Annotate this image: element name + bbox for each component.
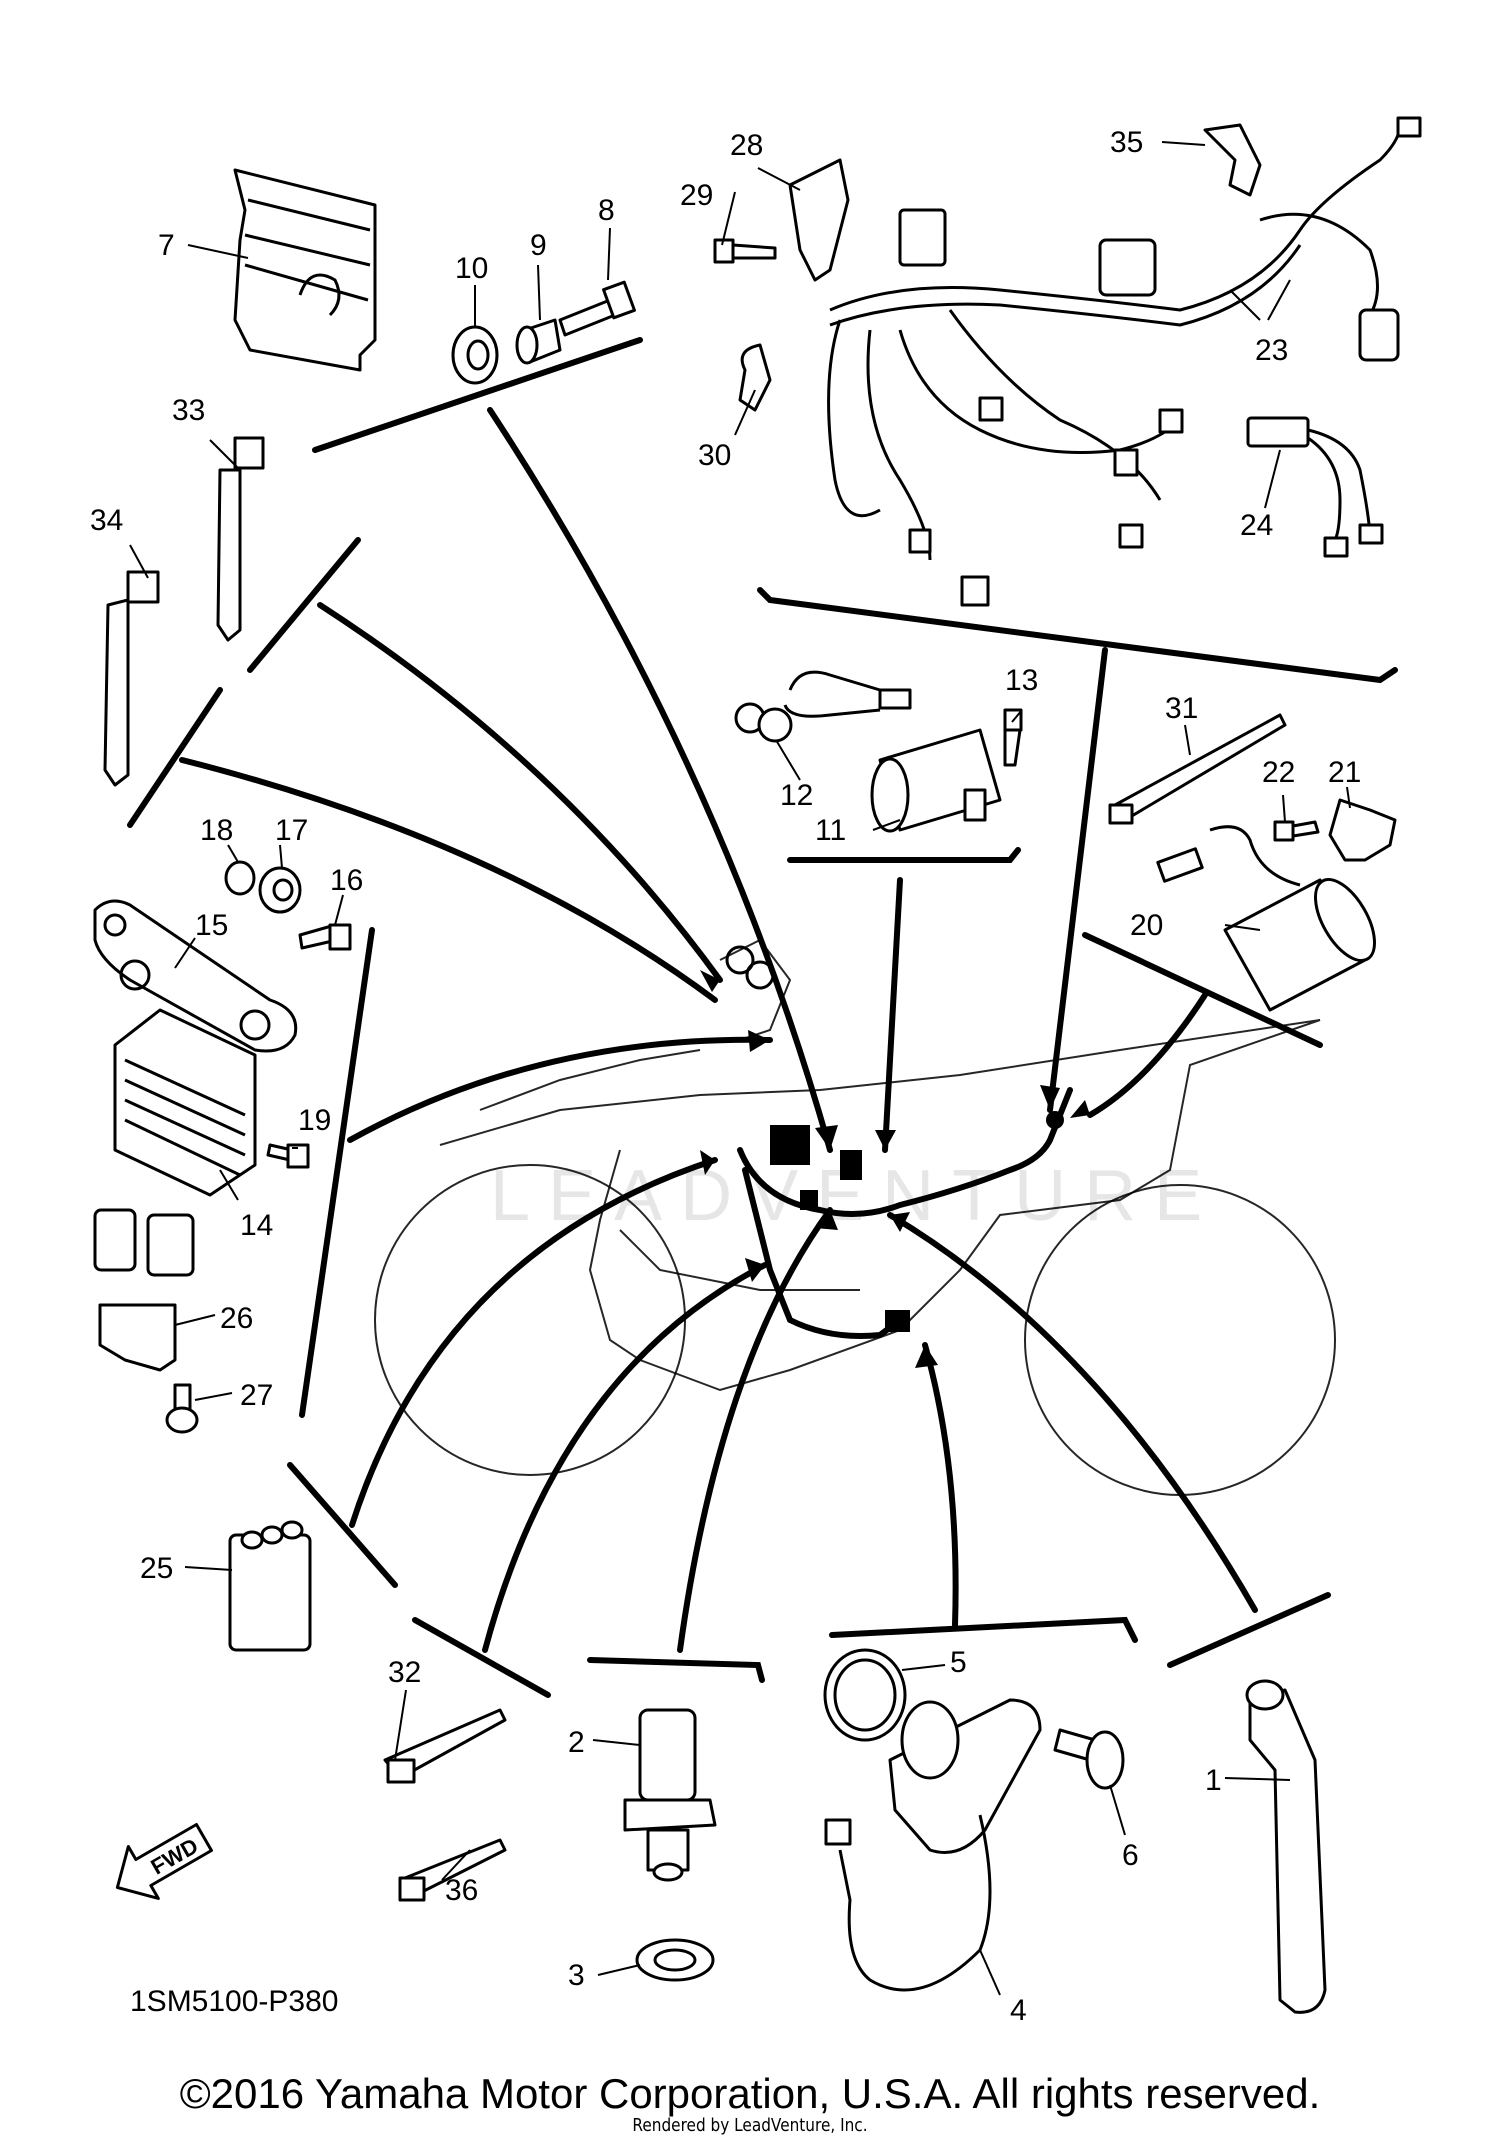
- callout-13: 13: [1005, 664, 1038, 697]
- cable-tie-33-part: [216, 436, 265, 642]
- callout-30: 30: [698, 439, 731, 472]
- callout-35: 35: [1110, 126, 1143, 159]
- collar-part: [515, 318, 562, 365]
- callout-16: 16: [330, 864, 363, 897]
- grommet-12-part: [734, 702, 793, 743]
- callout-24: 24: [1240, 509, 1273, 542]
- callout-22: 22: [1262, 756, 1295, 789]
- bracket-sensor-4: [829, 1616, 1138, 1643]
- bracket-cap-1: [1167, 1592, 1331, 1668]
- bracket-tie-33: [247, 537, 361, 673]
- cable-tie-34-part: [103, 570, 160, 787]
- collar-18-part: [224, 860, 256, 896]
- callout-17: 17: [275, 814, 308, 847]
- callout-14: 14: [240, 1209, 273, 1242]
- bracket-sensor-2: [587, 1657, 765, 1683]
- callout-26: 26: [220, 1302, 253, 1335]
- bolt-6-part: [1053, 1728, 1125, 1790]
- callout-3: 3: [568, 1959, 585, 1992]
- wire-harness-23-part: [827, 116, 1422, 607]
- bracket-rectifier: [299, 927, 375, 1418]
- diagram-reference-code: 1SM5100-P380: [130, 1985, 339, 2018]
- callout-18: 18: [200, 814, 233, 847]
- screw-29-part: [713, 238, 777, 264]
- clamp-35-part: [1203, 123, 1262, 197]
- callout-29: 29: [680, 179, 713, 212]
- callout-6: 6: [1122, 1839, 1139, 1872]
- callout-4: 4: [1010, 1994, 1027, 2027]
- bracket-ties-32-36: [412, 1617, 551, 1698]
- callout-31: 31: [1165, 692, 1198, 725]
- screw-22-part: [1273, 820, 1320, 842]
- bolt-13-part: [1003, 708, 1023, 767]
- screw-27-part: [165, 1383, 199, 1434]
- bracket-coil: [787, 847, 1021, 863]
- callout-19: 19: [298, 1104, 331, 1137]
- bracket-26-part: [98, 1303, 177, 1372]
- grommet-part: [451, 325, 499, 385]
- callout-11: 11: [815, 814, 846, 847]
- leader-lines: [179, 407, 1258, 1653]
- bracket-coupler: [287, 1462, 398, 1588]
- callout-25: 25: [140, 1552, 173, 1585]
- bracket-harness: [757, 587, 1398, 684]
- sensor-4-part: [824, 1698, 1042, 1992]
- callout-leaders: [129, 141, 1351, 1996]
- grommet-17-part: [258, 866, 302, 914]
- callout-2: 2: [568, 1726, 585, 1759]
- callout-27: 27: [240, 1379, 273, 1412]
- callout-7: 7: [158, 229, 175, 262]
- plug-cap-1-part: [1245, 1679, 1327, 2014]
- callout-10: 10: [455, 252, 488, 285]
- coupler-25-part: [228, 1520, 312, 1652]
- clamp-30-part: [738, 343, 772, 412]
- sub-harness-24-part: [1246, 416, 1384, 558]
- bracket-tie-34: [127, 687, 223, 828]
- o-ring-5-part: [823, 1648, 907, 1742]
- callout-21: 21: [1328, 756, 1361, 789]
- bolt-19-part: [266, 1143, 310, 1169]
- central-wire-harness: [737, 1087, 1073, 1339]
- callout-32: 32: [388, 1656, 421, 1689]
- washer-3-part: [635, 1938, 715, 1982]
- fwd-arrow-icon: FWD: [115, 1823, 213, 1900]
- bracket-condenser: [1082, 932, 1323, 1048]
- callout-1: 1: [1205, 1764, 1222, 1797]
- callout-36: 36: [445, 1874, 478, 1907]
- condenser-20-part: [1156, 825, 1376, 1012]
- rectifier-14-part: [93, 1008, 257, 1277]
- callout-28: 28: [730, 129, 763, 162]
- cable-tie-32-part: [383, 1708, 507, 1784]
- ignition-coil-part: [783, 670, 1002, 833]
- callout-20: 20: [1130, 909, 1163, 942]
- callout-8: 8: [598, 194, 615, 227]
- callout-33: 33: [172, 394, 205, 427]
- ecu-part: [233, 168, 377, 372]
- rendered-by-notice: Rendered by LeadVenture, Inc.: [632, 2115, 868, 2136]
- copyright-notice: ©2016 Yamaha Motor Corporation, U.S.A. A…: [179, 2070, 1321, 2117]
- sensor-2-part: [623, 1708, 717, 1882]
- bolt-16-part: [298, 923, 352, 951]
- bracket-15-part: [93, 899, 298, 1053]
- cable-tie-31-part: [1108, 713, 1287, 825]
- callout-34: 34: [90, 504, 123, 537]
- callout-5: 5: [950, 1646, 967, 1679]
- bolt-8-part: [558, 280, 636, 337]
- bracket-ecu: [312, 337, 643, 453]
- bracket-21-part: [1328, 798, 1397, 862]
- callout-15: 15: [195, 909, 228, 942]
- callout-9: 9: [530, 229, 547, 262]
- callout-labels: 7 8 9 10 33 34 28 29 30 35 23 24 13 12 1…: [90, 126, 1361, 2027]
- bracket-28-part: [788, 158, 850, 282]
- callout-12: 12: [780, 779, 813, 812]
- callout-23: 23: [1255, 334, 1288, 367]
